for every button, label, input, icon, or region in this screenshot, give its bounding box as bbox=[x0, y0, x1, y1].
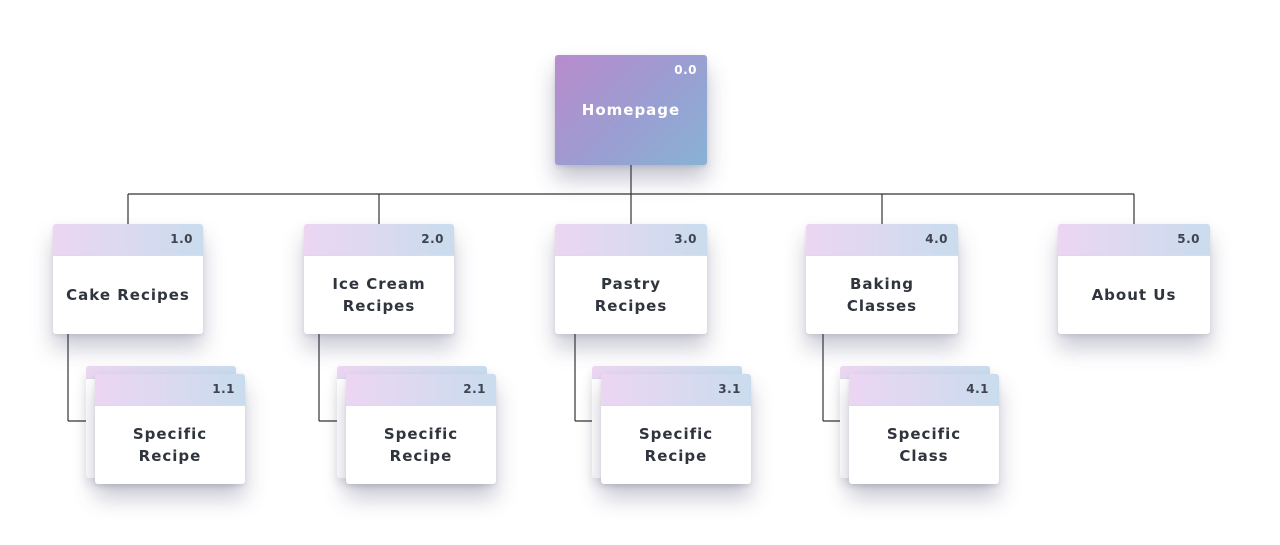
node-code: 2.0 bbox=[421, 232, 444, 246]
node-specific-recipe-3-1[interactable]: 3.1 Specific Recipe bbox=[601, 374, 751, 484]
node-header bbox=[1058, 224, 1210, 256]
node-label: Baking Classes bbox=[846, 274, 918, 315]
node-baking-classes[interactable]: 4.0 Baking Classes bbox=[806, 224, 958, 334]
node-label: Ice Cream Recipes bbox=[332, 274, 426, 315]
node-code: 3.0 bbox=[674, 232, 697, 246]
node-about-us[interactable]: 5.0 About Us bbox=[1058, 224, 1210, 334]
node-code: 5.0 bbox=[1177, 232, 1200, 246]
node-pastry-recipes[interactable]: 3.0 Pastry Recipes bbox=[555, 224, 707, 334]
node-specific-recipe-1-1[interactable]: 1.1 Specific Recipe bbox=[95, 374, 245, 484]
node-header bbox=[555, 224, 707, 256]
node-label: About Us bbox=[1091, 285, 1177, 304]
node-label: Specific Class bbox=[886, 424, 962, 465]
node-label: Specific Recipe bbox=[132, 424, 208, 465]
node-header bbox=[849, 374, 999, 406]
node-header bbox=[601, 374, 751, 406]
node-code: 1.0 bbox=[170, 232, 193, 246]
node-cake-recipes[interactable]: 1.0 Cake Recipes bbox=[53, 224, 203, 334]
node-header bbox=[806, 224, 958, 256]
node-label: Specific Recipe bbox=[383, 424, 459, 465]
node-code: 2.1 bbox=[463, 382, 486, 396]
node-header bbox=[95, 374, 245, 406]
node-code: 4.0 bbox=[925, 232, 948, 246]
node-homepage[interactable]: 0.0 Homepage bbox=[555, 55, 707, 165]
node-header bbox=[346, 374, 496, 406]
node-code: 4.1 bbox=[966, 382, 989, 396]
node-label: Pastry Recipes bbox=[594, 274, 668, 315]
node-ice-cream-recipes[interactable]: 2.0 Ice Cream Recipes bbox=[304, 224, 454, 334]
node-specific-class-4-1[interactable]: 4.1 Specific Class bbox=[849, 374, 999, 484]
node-header bbox=[304, 224, 454, 256]
node-label: Cake Recipes bbox=[66, 285, 190, 304]
node-label: Homepage bbox=[581, 101, 681, 119]
node-code: 3.1 bbox=[718, 382, 741, 396]
node-label: Specific Recipe bbox=[638, 424, 714, 465]
node-specific-recipe-2-1[interactable]: 2.1 Specific Recipe bbox=[346, 374, 496, 484]
node-code: 0.0 bbox=[674, 63, 697, 77]
node-header bbox=[53, 224, 203, 256]
node-code: 1.1 bbox=[212, 382, 235, 396]
